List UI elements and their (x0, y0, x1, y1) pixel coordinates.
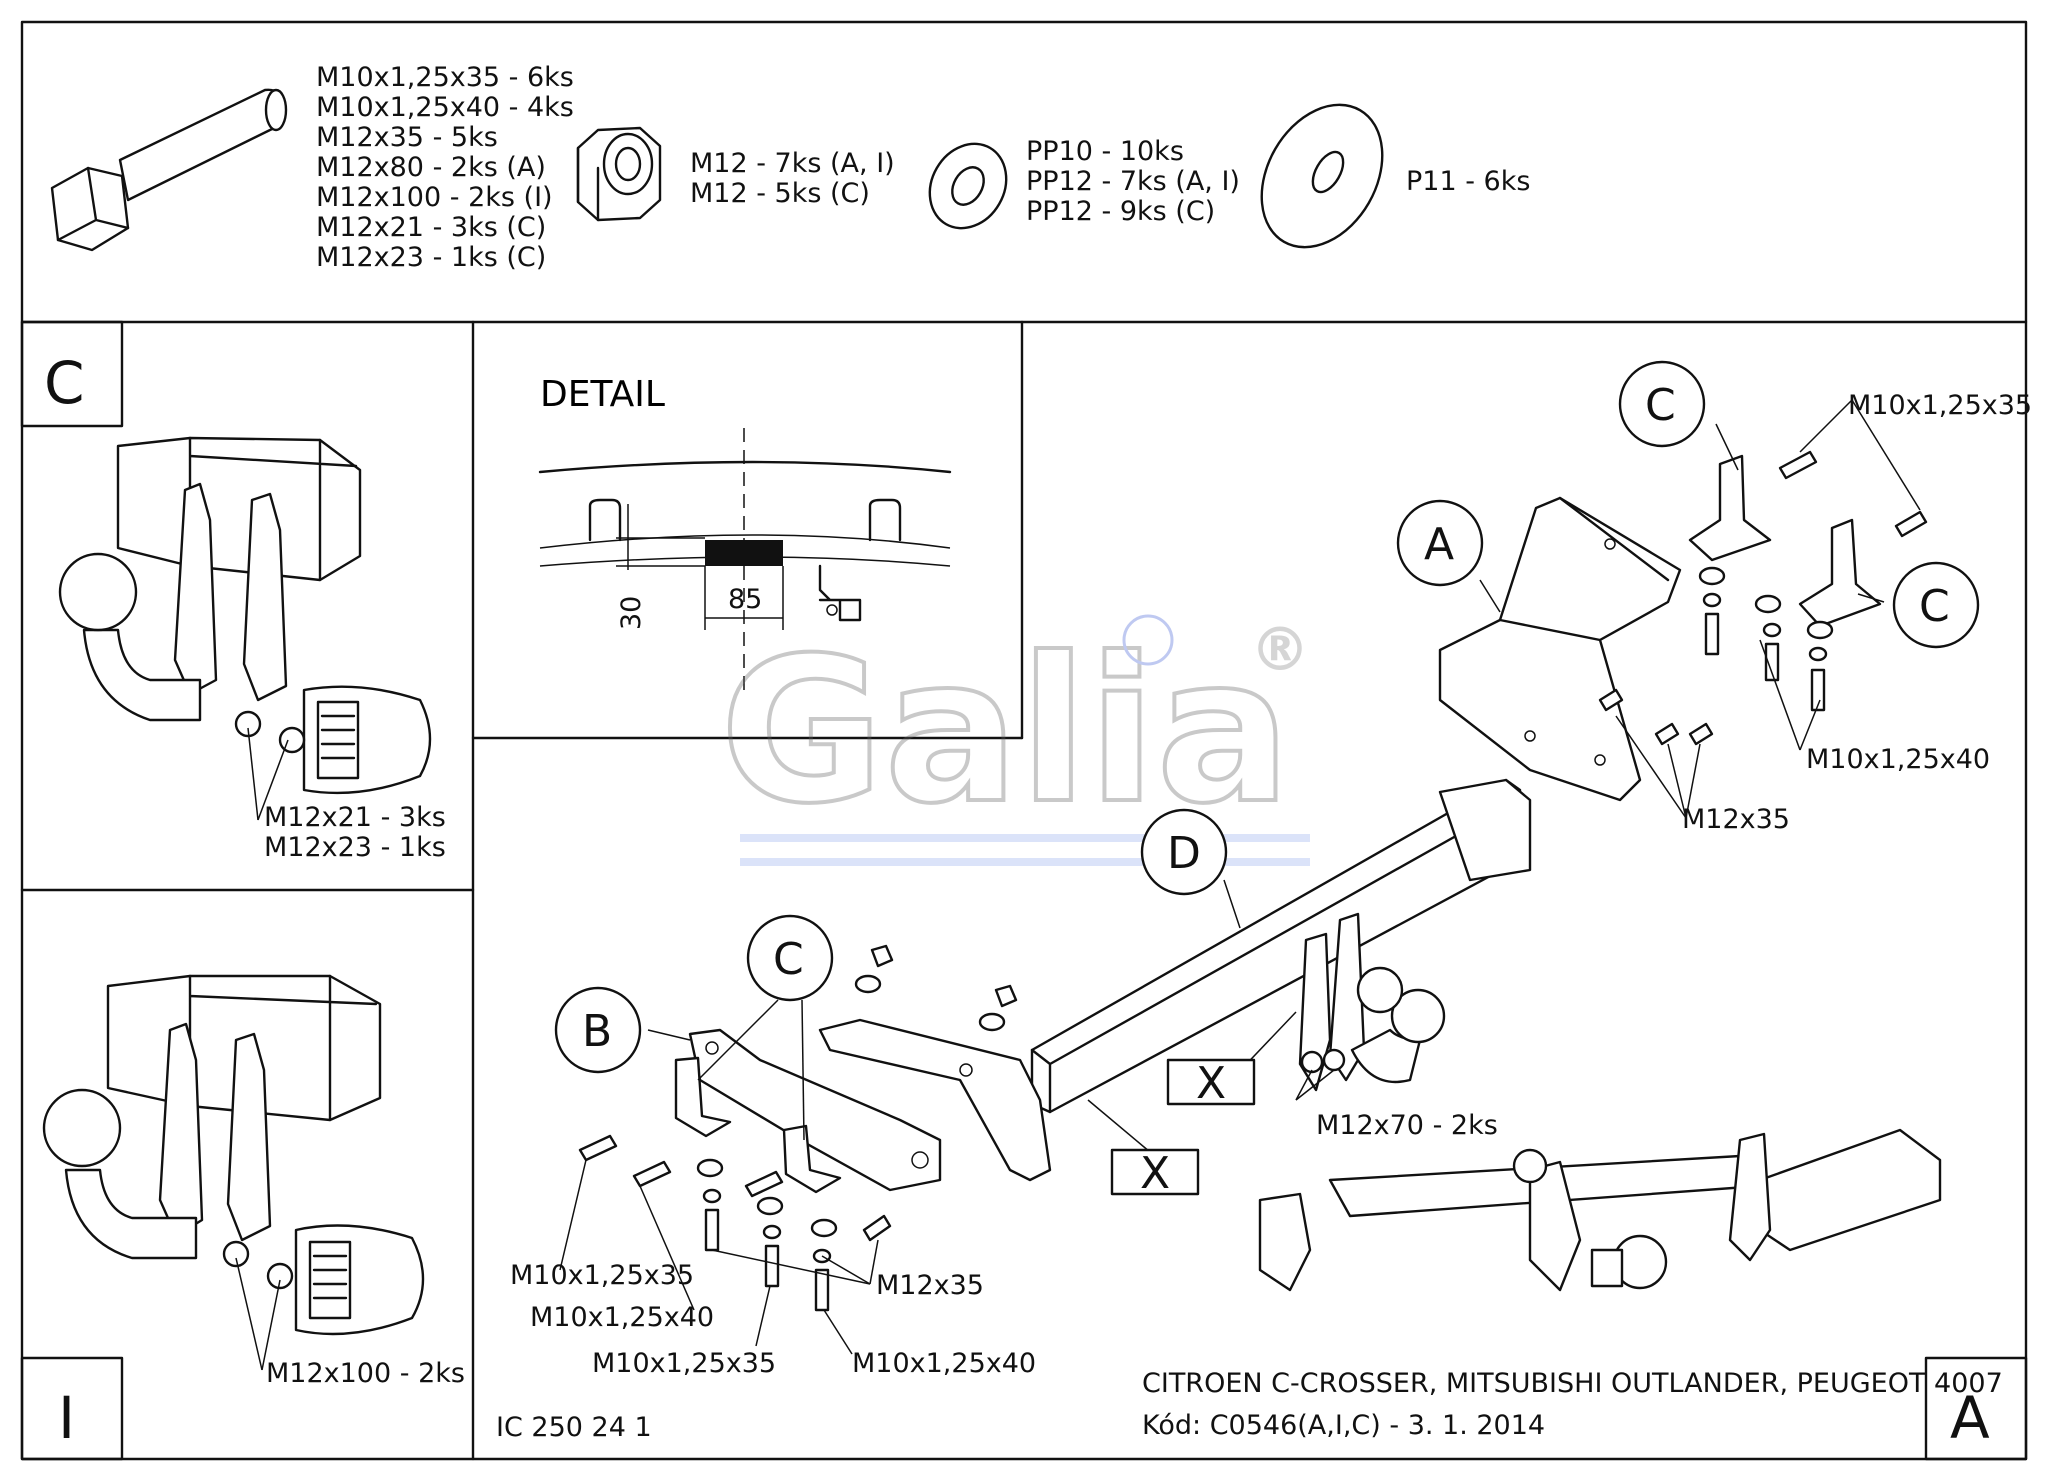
svg-text:X: X (1196, 1058, 1226, 1109)
galia-watermark: Galia ® (718, 613, 1310, 866)
svg-text:B: B (582, 1006, 612, 1057)
bracket-b (688, 1018, 1052, 1192)
washer-line-2: PP12 - 7ks (A, I) (1026, 166, 1240, 197)
i-label-1: M12x100 - 2ks (266, 1358, 465, 1389)
svg-text:C: C (1919, 581, 1950, 632)
svg-text:A: A (1424, 519, 1454, 570)
label-m10x35-bottom: M10x1,25x35 (592, 1348, 776, 1379)
panel-i-variant: I M12x100 - 2ks (42, 974, 465, 1452)
label-m10x40-left: M10x1,25x40 (530, 1302, 714, 1333)
panel-c-variant: C M12x21 - 3ks M12x23 - 1ks (44, 349, 446, 863)
watermark-text: Galia (720, 615, 1291, 848)
large-washer-icon (1260, 103, 1384, 249)
callout-a: A (1396, 499, 1484, 587)
drawing-frame (20, 20, 2028, 1461)
bolt-line-6: M12x21 - 3ks (C) (316, 212, 546, 243)
bracket-c-left-2 (782, 1124, 842, 1194)
washer-icon (928, 142, 1008, 230)
label-m12x35-right: M12x35 (1682, 804, 1790, 835)
callout-d: D (1140, 808, 1228, 896)
assembled-view (1258, 1128, 1942, 1292)
vehicle-models: CITROEN C-CROSSER, MITSUBISHI OUTLANDER,… (1142, 1368, 2003, 1399)
callout-c-top: C (1618, 360, 1706, 448)
callout-x-upper: X (1166, 1058, 1256, 1109)
tow-ball (1298, 912, 1446, 1092)
kit-code: Kód: C0546(A,I,C) - 3. 1. 2014 (1142, 1410, 1545, 1441)
bracket-c-right-1 (1688, 454, 1772, 562)
fastener-legend: M10x1,25x35 - 6ks M10x1,25x40 - 4ks M12x… (50, 62, 1530, 273)
watermark-mark: ® (1250, 615, 1310, 685)
svg-text:C: C (773, 934, 804, 985)
callout-b: B (554, 986, 642, 1074)
panel-detail: DETAIL 85 30 (538, 374, 952, 690)
corner-letter-a: A (1950, 1384, 1990, 1452)
svg-text:D: D (1167, 828, 1201, 879)
svg-text:X: X (1140, 1148, 1170, 1199)
label-m10x40-bottom: M10x1,25x40 (852, 1348, 1036, 1379)
washer-line-1: PP10 - 10ks (1026, 136, 1184, 167)
detail-dim-height: 30 (616, 596, 647, 630)
detail-title: DETAIL (540, 374, 665, 415)
bracket-c-left-1 (674, 1056, 732, 1138)
spacer-block (705, 540, 783, 566)
c-label-1: M12x21 - 3ks (264, 802, 446, 833)
bolt-line-7: M12x23 - 1ks (C) (316, 242, 546, 273)
drawing-number: IC 250 24 1 (496, 1412, 652, 1443)
corner-letter-c: C (44, 349, 85, 417)
bracket-c-right-2 (1798, 518, 1882, 628)
bracket-a (1438, 496, 1682, 802)
large-washer-line-1: P11 - 6ks (1406, 166, 1530, 197)
panel-main: A (496, 360, 2032, 1452)
bolt-line-3: M12x35 - 5ks (316, 122, 498, 153)
bolt-line-5: M12x100 - 2ks (I) (316, 182, 553, 213)
label-m10x35-left: M10x1,25x35 (510, 1260, 694, 1291)
left-fasteners (578, 944, 1018, 1312)
nut-icon (576, 126, 662, 222)
svg-text:C: C (1645, 380, 1676, 431)
bolt-line-1: M10x1,25x35 - 6ks (316, 62, 574, 93)
label-m10x40-right: M10x1,25x40 (1806, 744, 1990, 775)
nut-line-2: M12 - 5ks (C) (690, 178, 870, 209)
c-label-2: M12x23 - 1ks (264, 832, 446, 863)
corner-letter-i: I (58, 1384, 75, 1452)
callout-c-right: C (1892, 561, 1980, 649)
bolt-line-4: M12x80 - 2ks (A) (316, 152, 546, 183)
label-m10x35-top: M10x1,25x35 (1848, 390, 2032, 421)
bolt-line-2: M10x1,25x40 - 4ks (316, 92, 574, 123)
crossbar-d (1030, 778, 1532, 1114)
right-fasteners (1598, 450, 1928, 746)
detail-dim-width: 85 (728, 584, 762, 615)
label-m12x35-left: M12x35 (876, 1270, 984, 1301)
bolt-icon (50, 88, 288, 252)
callout-c-left: C (746, 914, 834, 1002)
callout-x-lower: X (1110, 1148, 1200, 1199)
washer-line-3: PP12 - 9ks (C) (1026, 196, 1215, 227)
label-m12x70: M12x70 - 2ks (1316, 1110, 1498, 1141)
nut-line-1: M12 - 7ks (A, I) (690, 148, 895, 179)
